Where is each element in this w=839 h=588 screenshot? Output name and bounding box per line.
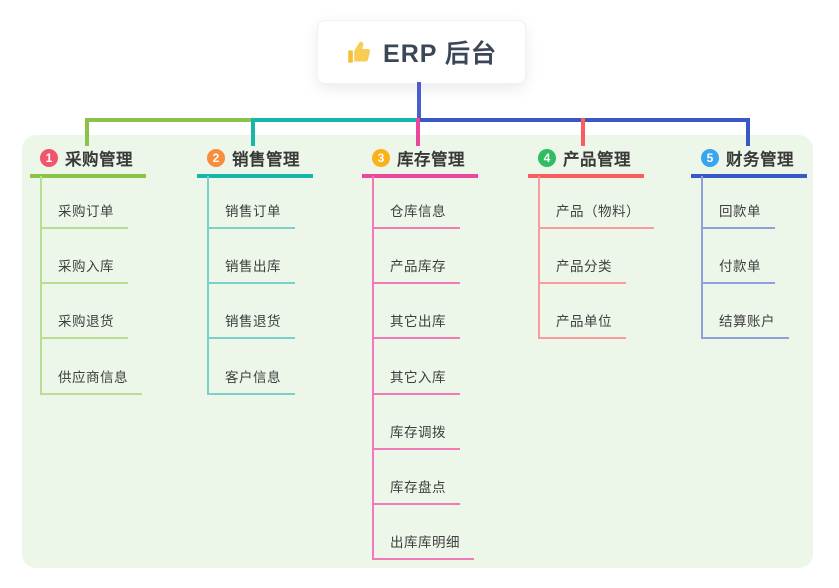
child-node[interactable]: 销售出库 [207, 257, 295, 285]
branch-label: 库存管理 [397, 151, 465, 169]
branch-children-line [538, 176, 540, 340]
child-node[interactable]: 库存调拨 [372, 423, 460, 450]
child-node[interactable]: 其它出库 [372, 312, 460, 340]
branch-number-badge: 1 [40, 149, 58, 167]
child-node[interactable]: 其它入库 [372, 368, 460, 395]
root-label: ERP 后台 [383, 40, 497, 68]
thumbs-up-icon [346, 39, 373, 66]
branch-label: 销售管理 [232, 151, 300, 169]
branch-number-badge: 2 [207, 149, 225, 167]
branch-drop-line [581, 118, 585, 146]
branch-node-5[interactable]: 5 财务管理 [701, 148, 794, 169]
branch-node-1[interactable]: 1 采购管理 [40, 148, 133, 169]
branch-number-badge: 3 [372, 149, 390, 167]
child-node[interactable]: 供应商信息 [40, 368, 142, 395]
branch-node-2[interactable]: 2 销售管理 [207, 148, 300, 169]
branch-node-4[interactable]: 4 产品管理 [538, 148, 631, 169]
child-node[interactable]: 销售订单 [207, 202, 295, 229]
child-node[interactable]: 产品库存 [372, 257, 460, 285]
child-node[interactable]: 出库库明细 [372, 533, 474, 561]
branch-label: 财务管理 [726, 151, 794, 169]
child-node[interactable]: 采购退货 [40, 312, 128, 340]
branch-underline [528, 174, 644, 178]
branch-node-3[interactable]: 3 库存管理 [372, 148, 465, 169]
branch-number-badge: 5 [701, 149, 719, 167]
branch-drop-line [251, 118, 255, 146]
child-node[interactable]: 采购入库 [40, 257, 128, 285]
branch-connector-segment [251, 118, 418, 122]
branch-label: 采购管理 [65, 151, 133, 169]
branch-number-badge: 4 [538, 149, 556, 167]
child-node[interactable]: 客户信息 [207, 368, 295, 395]
branch-label: 产品管理 [563, 151, 631, 169]
child-node[interactable]: 付款单 [701, 257, 775, 285]
child-node[interactable]: 产品（物料） [538, 202, 654, 229]
child-node[interactable]: 产品分类 [538, 257, 626, 285]
branch-children-line [372, 176, 374, 561]
root-connector-line [417, 82, 421, 119]
child-node[interactable]: 库存盘点 [372, 478, 460, 505]
child-node[interactable]: 产品单位 [538, 312, 626, 340]
child-node[interactable]: 回款单 [701, 202, 775, 229]
branch-underline [362, 174, 478, 178]
child-node[interactable]: 销售退货 [207, 312, 295, 340]
child-node[interactable]: 结算账户 [701, 312, 789, 340]
child-node[interactable]: 仓库信息 [372, 202, 460, 229]
branch-drop-line [85, 118, 89, 146]
branch-underline [197, 174, 313, 178]
branch-underline [30, 174, 146, 178]
child-node[interactable]: 采购订单 [40, 202, 128, 229]
branch-connector-segment [85, 118, 253, 122]
branch-children-line [207, 176, 209, 395]
branch-children-line [701, 176, 703, 340]
branch-drop-line [416, 118, 420, 146]
branch-underline [691, 174, 807, 178]
branch-children-line [40, 176, 42, 395]
mindmap-panel [22, 135, 813, 568]
root-node[interactable]: ERP 后台 [317, 20, 526, 84]
branch-drop-line [746, 118, 750, 146]
